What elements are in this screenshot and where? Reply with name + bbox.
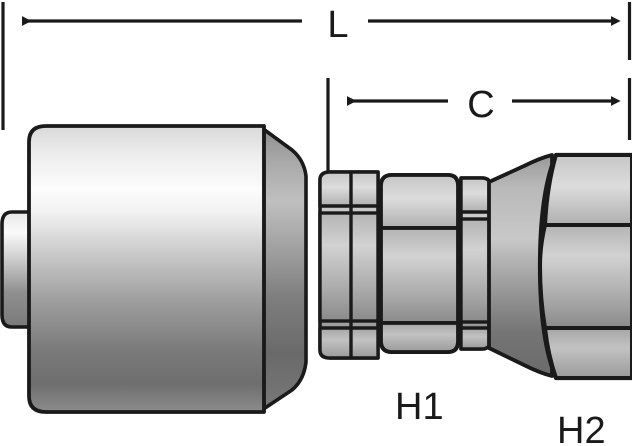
hex-nut-1-facet-bottom xyxy=(379,321,460,354)
collar-b-band-upper xyxy=(459,217,493,324)
part-cone-flare xyxy=(487,153,554,378)
hex-nut-2-facet-top xyxy=(543,153,632,227)
dimension-L-label: L xyxy=(327,4,348,46)
part-crimp-ferrule xyxy=(27,124,266,414)
callout-h1-label: H1 xyxy=(395,386,444,428)
collar-b-band-top xyxy=(459,176,493,214)
hex-nut-1-facet-top xyxy=(379,173,460,230)
collar-a-band-upper xyxy=(318,211,380,323)
callout-h2-label: H2 xyxy=(557,410,606,446)
part-taper-shoulder xyxy=(260,126,308,412)
fitting-assembly xyxy=(0,124,632,414)
hex-nut-2-facet-mid xyxy=(538,223,632,330)
hex-nut-1-facet-mid xyxy=(379,226,460,325)
part-collar-a xyxy=(318,170,380,360)
dimension-C-label: C xyxy=(467,84,494,126)
part-collar-b xyxy=(459,176,493,351)
hex-nut-2-facet-bottom xyxy=(543,326,632,380)
collar-a-band-bottom xyxy=(318,326,380,360)
dimension-C: C xyxy=(326,78,632,185)
dimension-L: L xyxy=(1,2,632,130)
part-hex-nut-2 xyxy=(537,152,632,381)
collar-b-band-bottom xyxy=(459,326,493,351)
part-nipple-stub xyxy=(0,210,34,329)
part-hex-nut-1 xyxy=(379,173,460,354)
collar-a-band-top xyxy=(318,170,380,208)
